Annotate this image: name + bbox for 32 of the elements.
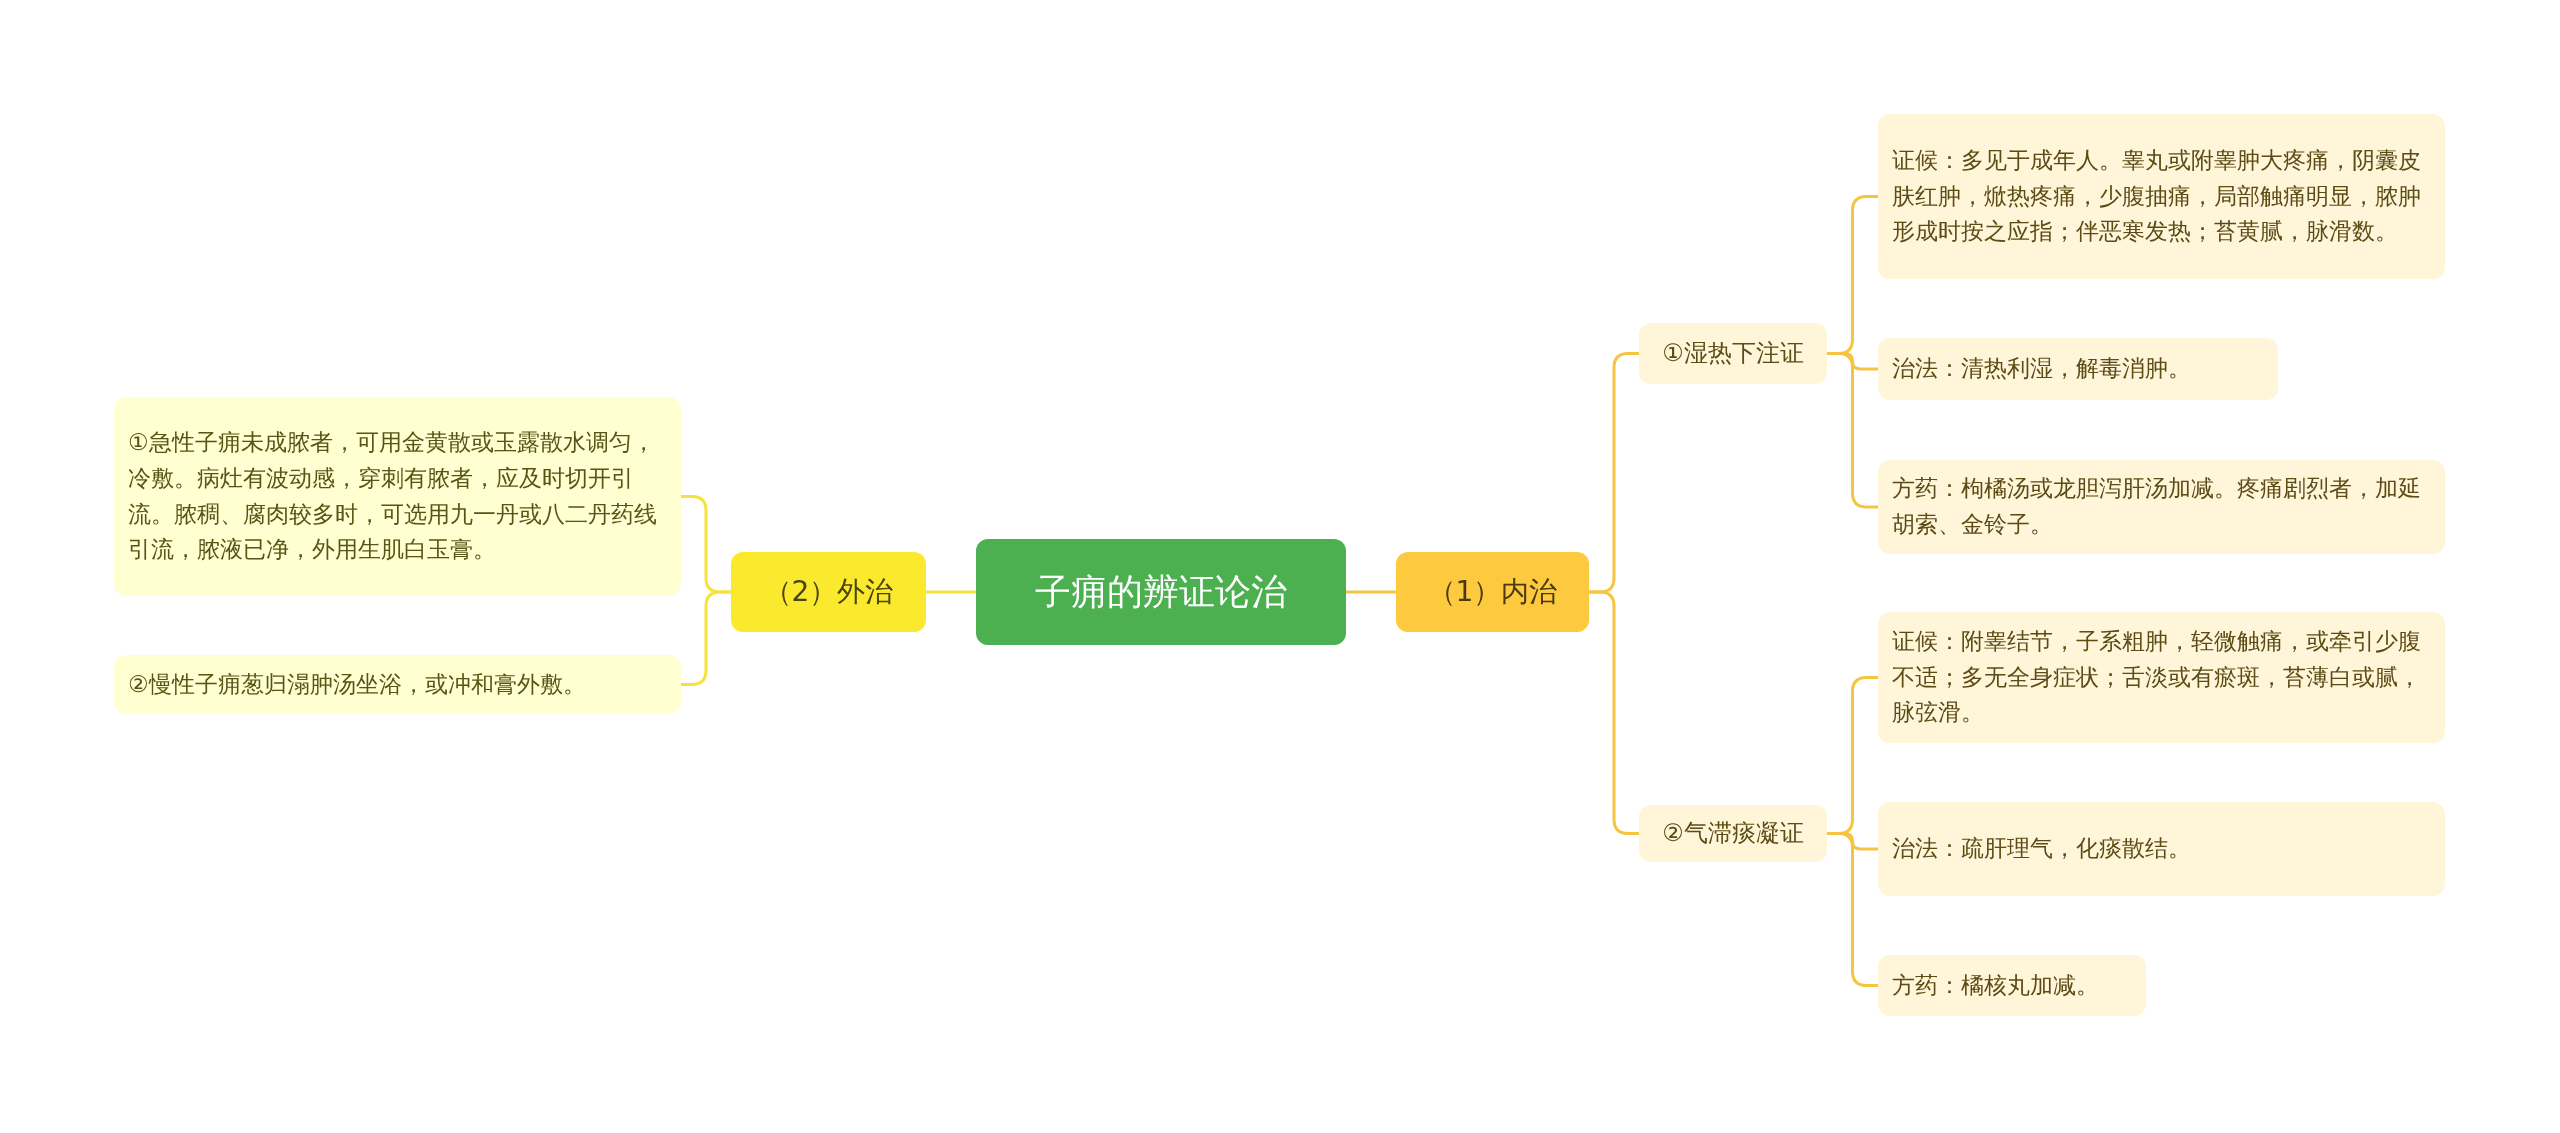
topic-text: 证候：多见于成年人。睾丸或附睾肿大疼痛，阴囊皮肤红肿，焮热疼痛，少腹抽痛，局部触痛明显，脓肿形成时按之应指；伴恶寒发热；苔黄腻，脉滑数。 (1892, 146, 2422, 247)
topic-text: ①急性子痈未成脓者，可用金黄散或玉露散水调匀，冷敷。病灶有波动感，穿刺有脓者，应及时切开引流。脓稠、腐肉较多时，可选用九一丹或八二丹药线引流，脓液已净，外用生肌白玉膏。 (128, 428, 658, 565)
connector-line (926, 590, 976, 594)
topic-text: 治法：疏肝理气，化痰散结。 (1892, 834, 2191, 864)
topic-text: ②气滞痰凝证 (1662, 817, 1804, 849)
topic-text: （2）外治 (763, 574, 894, 611)
connector-line (1346, 590, 1396, 594)
subtopic-box (1639, 805, 1827, 862)
topic-text: 方药：枸橘汤或龙胆泻肝汤加减。疼痛剧烈者，加延胡索、金铃子。 (1892, 474, 2422, 539)
topic-text: 子痈的辨证论治 (1035, 570, 1287, 615)
note-box (1878, 114, 2445, 279)
topic-text: 证候：附睾结节，子系粗肿，轻微触痛，或牵引少腹不适；多无全身症状；舌淡或有瘀斑，苔薄白或腻，脉弦滑。 (1892, 627, 2422, 728)
note-box (114, 397, 681, 596)
connector-line (1827, 832, 1878, 987)
topic-text: ②慢性子痈葱归溻肿汤坐浴，或冲和膏外敷。 (128, 669, 586, 699)
note-box (1878, 612, 2445, 743)
topic-text: ①湿热下注证 (1662, 337, 1804, 369)
branch-box (1396, 552, 1589, 632)
branch-box (731, 552, 926, 632)
topic-text: 方药：橘核丸加减。 (1892, 970, 2099, 1000)
note-box (1878, 802, 2445, 896)
note-box (1878, 955, 2146, 1016)
connector-line (1827, 352, 1878, 509)
note-box (1878, 460, 2445, 554)
connector-line (1589, 590, 1639, 835)
note-box (114, 655, 681, 714)
note-box (1878, 338, 2278, 400)
subtopic-box (1639, 323, 1827, 384)
connector-line (681, 590, 731, 686)
topic-text: （1）内治 (1427, 574, 1558, 611)
topic-text: 治法：清热利湿，解毒消肿。 (1892, 354, 2191, 384)
central-topic-box (976, 539, 1346, 645)
